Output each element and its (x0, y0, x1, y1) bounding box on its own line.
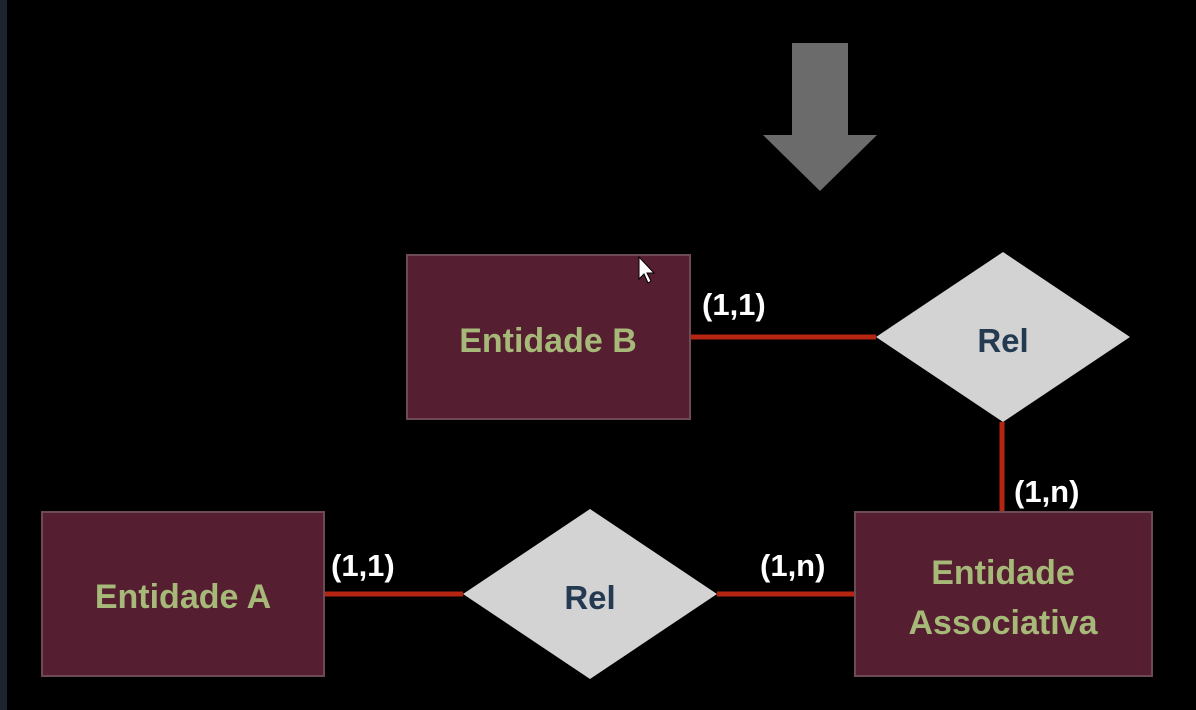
relationship-bottom-label: Rel (564, 579, 615, 616)
left-edge-border (0, 0, 7, 710)
entity-a-label: Entidade A (95, 578, 271, 616)
entity-associative: Entidade Associativa (854, 511, 1153, 677)
entity-b: Entidade B (406, 254, 691, 420)
entity-b-label: Entidade B (459, 322, 637, 360)
entity-a-box (41, 511, 325, 677)
cardinality-a-rel: (1,1) (331, 548, 395, 583)
entity-associative-box (854, 511, 1153, 677)
mouse-cursor-icon (638, 255, 656, 284)
relationship-top-label: Rel (977, 322, 1028, 359)
cardinality-rel-assoc-vertical: (1,n) (1014, 474, 1079, 509)
down-arrow-icon (763, 43, 877, 191)
relationship-bottom-diamond (463, 509, 717, 679)
entity-associative-label-line2: Associativa (909, 604, 1099, 642)
cardinality-b-rel: (1,1) (702, 287, 766, 322)
entity-b-box (406, 254, 691, 420)
entity-associative-label-line1: Entidade (931, 554, 1075, 592)
entity-a: Entidade A (41, 511, 325, 677)
relationship-bottom: Rel (463, 509, 717, 679)
cardinality-rel-assoc-horizontal: (1,n) (760, 548, 825, 583)
relationship-top-diamond (876, 252, 1130, 422)
relationship-top: Rel (876, 252, 1130, 422)
